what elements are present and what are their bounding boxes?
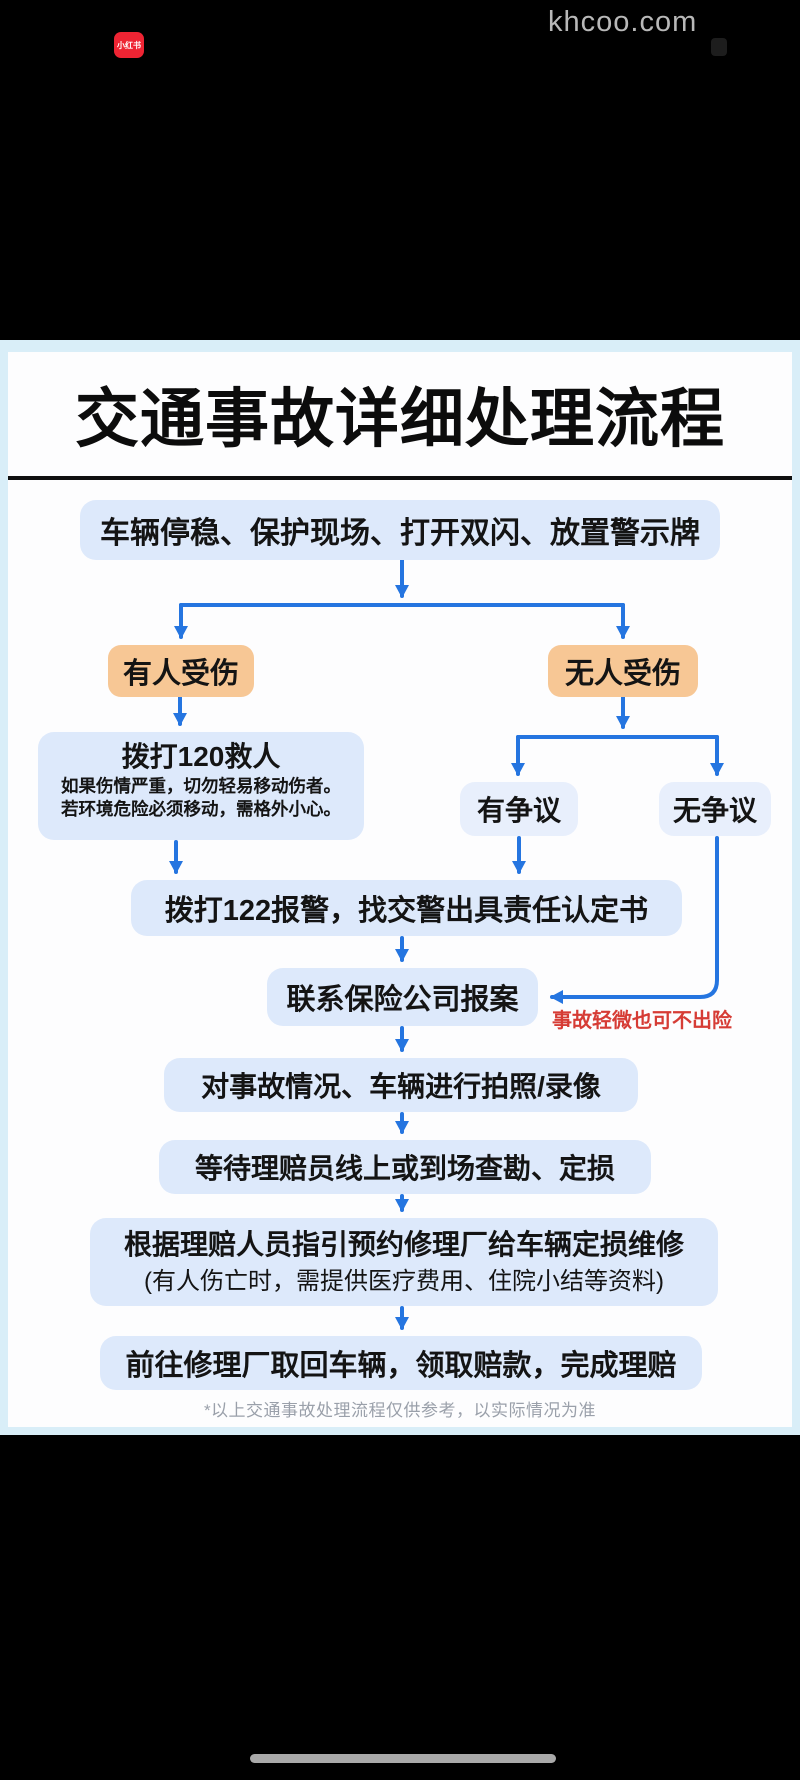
step-book-repair-shop: 根据理赔人员指引预约修理厂给车辆定损维修 (有人伤亡时，需提供医疗费用、住院小结… xyxy=(90,1218,718,1306)
call-120-note-line2: 若环境危险必须移动，需格外小心。 xyxy=(61,799,341,819)
call-120-title: 拨打120救人 xyxy=(121,741,281,772)
repair-line1: 根据理赔人员指引预约修理厂给车辆定损维修 xyxy=(123,1229,684,1260)
step-wait-adjuster: 等待理赔员线上或到场查勘、定损 xyxy=(159,1140,651,1194)
watermark-smudge xyxy=(711,38,727,56)
flowchart-poster: 交通事故详细处理流程 车辆停稳、保护现场、打开双闪、放置警示牌 xyxy=(0,340,800,1435)
branch-no-one-injured: 无人受伤 xyxy=(548,645,698,697)
watermark-text: khcoo.com xyxy=(548,6,698,38)
step-photograph-scene: 对事故情况、车辆进行拍照/录像 xyxy=(164,1058,638,1112)
xiaohongshu-logo: 小红书 xyxy=(114,32,144,58)
call-120-note-line1: 如果伤情严重，切勿轻易移动伤者。 xyxy=(61,776,341,796)
step-call-122: 拨打122报警，找交警出具责任认定书 xyxy=(131,880,682,936)
step-call-120: 拨打120救人 如果伤情严重，切勿轻易移动伤者。 若环境危险必须移动，需格外小心… xyxy=(38,732,364,840)
title-divider xyxy=(8,476,792,480)
branch-no-dispute: 无争议 xyxy=(659,782,771,836)
minor-accident-note: 事故轻微也可不出险 xyxy=(552,1010,732,1032)
disclaimer-footnote: *以上交通事故处理流程仅供参考，以实际情况为准 xyxy=(203,1401,597,1420)
step-secure-scene: 车辆停稳、保护现场、打开双闪、放置警示牌 xyxy=(80,500,720,560)
repair-line2: (有人伤亡时，需提供医疗费用、住院小结等资料) xyxy=(144,1268,664,1295)
step-finish-claim: 前往修理厂取回车辆，领取赔款，完成理赔 xyxy=(100,1336,702,1390)
poster-title: 交通事故详细处理流程 xyxy=(75,383,725,455)
branch-dispute: 有争议 xyxy=(460,782,578,836)
branch-someone-injured: 有人受伤 xyxy=(108,645,254,697)
step-report-insurance: 联系保险公司报案 xyxy=(267,968,538,1026)
home-indicator-bar[interactable] xyxy=(250,1754,556,1763)
